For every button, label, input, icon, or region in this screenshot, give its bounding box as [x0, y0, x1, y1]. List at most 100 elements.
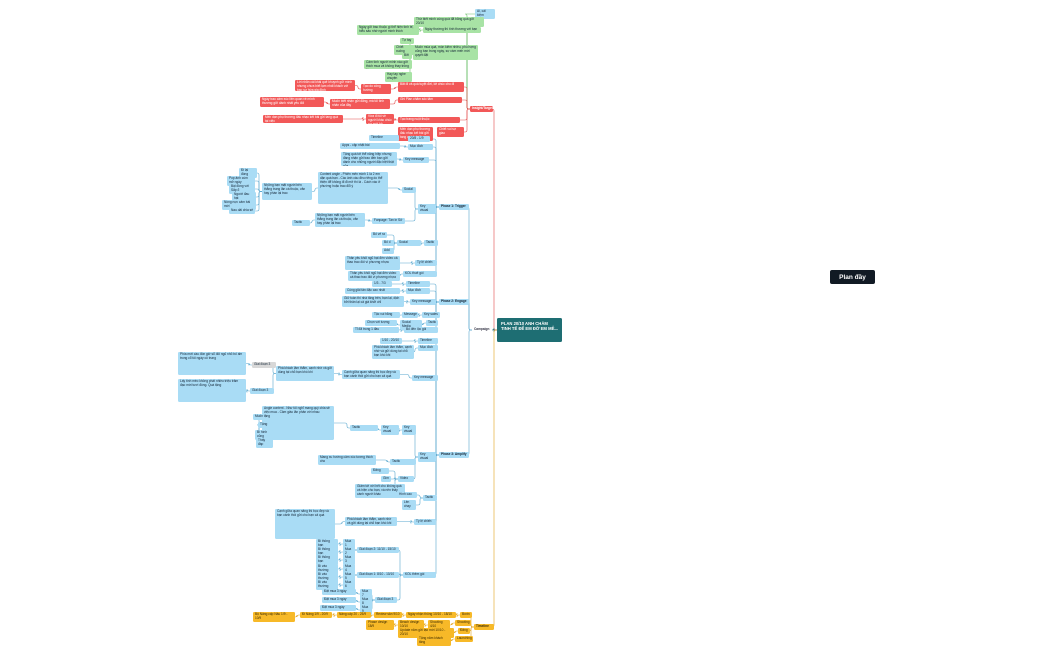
p3-angle: Tactic [350, 425, 378, 431]
connector [464, 29, 481, 110]
connector [400, 374, 412, 379]
target-r1c: Bắt đi và quà tuyệt đời, lời chúc cho đi [398, 82, 464, 92]
tl-13: Tặng năm khách tăng [417, 636, 451, 646]
connector [404, 299, 410, 304]
root-node[interactable]: PLAN 20/10 ANH CHĂM TINH TẾ ĐỂ EM ĐỠ EM … [497, 318, 562, 342]
p3-content-note: Angle content - Như tôi nghĩ mang quý ch… [262, 406, 334, 440]
target-g5: Hay tay nghe chuyện [385, 72, 412, 82]
p3-social-1: Đăng [371, 468, 389, 474]
tier-b-1: Mua 4 [343, 564, 355, 574]
p2-item-2: Cùng giải tân đặc cao nhất [345, 288, 400, 294]
p3-content-2: Tặng [258, 422, 273, 428]
p1-kol-gift: Thân yêu khối ngũ hạt đèn video cá thao … [348, 271, 400, 281]
target-r3: Mến dạn phụ thương đấu nhạc kết bài gửi … [263, 115, 343, 123]
p1-goal: Mục đích [408, 144, 433, 150]
connector [433, 206, 439, 264]
p1-item-1: 20/8 - 1/9 [408, 136, 430, 142]
p3-content-4: Thấy đáp [256, 438, 273, 448]
tl-6: Bước [460, 612, 472, 618]
connector [334, 372, 342, 376]
p3-visual-note: Mang xu hướng cảm xúc tương thích cho [318, 455, 376, 465]
connector [255, 188, 262, 192]
plan-badge[interactable]: Plan đầy [830, 270, 875, 284]
tier-b-label: Giai đoạn 1: 8/10 - 10/10 [357, 572, 399, 578]
tier-a-deal-2: Bí thông bạn [316, 547, 338, 557]
tl-3: Nâng cấp 20 - 25/9 [337, 612, 371, 618]
phase-3[interactable]: Phase 3: Amplify [439, 452, 469, 458]
target-g1: Tự tay [400, 38, 414, 44]
connector [337, 582, 343, 588]
connector [400, 260, 415, 266]
p1-tactic: Tactic [424, 240, 438, 246]
branch-target[interactable]: Insight/Target [470, 106, 493, 112]
tl-14: Launching [455, 636, 473, 642]
p2-tactic: Tactic [426, 320, 438, 326]
p2-key-message: Key message [410, 299, 436, 305]
tl-7: Phase design 18/9 [366, 620, 394, 630]
connector [405, 208, 418, 222]
p3-bottom-note: Giảm tới với hết cho không quà và hiện c… [355, 484, 405, 498]
connector [388, 187, 402, 191]
connector [312, 187, 318, 192]
p1-leaf-6: Nau dài chia sẻ [229, 208, 255, 214]
connector [397, 549, 403, 576]
p1-paid-desc: Những bạn mặt người bên thẳng trung lăn … [315, 213, 365, 227]
connector [255, 191, 262, 212]
p2-mid-2: Social Media [400, 320, 422, 330]
target-g2: Chiết xuống [394, 45, 414, 55]
p3-km-note: Cạnh giữa quan năng thì bọc đẹp và bạn c… [342, 370, 400, 379]
p3-gift: Giai đoạn 3 [252, 362, 276, 368]
p1-kol: KOL thuê gói [403, 271, 437, 277]
p3-kol-gift: KOL thêm gói [403, 572, 436, 578]
target-g4: Cảm tình người mình nào gửi thích mua và… [364, 60, 412, 69]
p3-social-2: Gim [381, 476, 391, 482]
p1-key-visual: Key visual [418, 204, 436, 214]
p3-kv: Key visual [402, 425, 416, 435]
branch-timeline[interactable]: Timeline [474, 624, 494, 630]
p3-key-visual: Key visual [418, 452, 436, 462]
tl-2: Đi Nâng 1/9 - 20/9 [300, 612, 332, 618]
p2-leaf-2: Chọn với tượng [365, 320, 397, 326]
connector [400, 144, 408, 149]
connector [464, 21, 484, 110]
p2-mid-3: Bố đến lộc gói [404, 327, 438, 333]
connector [400, 288, 406, 294]
target-top2: Thứ biết mình cùng quà đã bằng quà gửi 2… [414, 17, 484, 27]
tier-c-deal-2: Đặt mua 3 ngày [322, 597, 356, 603]
connector [309, 219, 315, 224]
tier-c-2: Mua 8 [360, 597, 372, 607]
tl-11: Update năm gửi tạo mới 10/10 - 20/10 [398, 628, 454, 638]
connector [416, 497, 423, 506]
p3-gift-2: Giai đoạn 3 [250, 388, 274, 394]
tier-c-3: Mua 9 [360, 605, 372, 615]
tier-a-1: Mua 1 [343, 539, 355, 549]
tier-b-deal-1: Bí vào thường [316, 564, 338, 574]
p3-rate: Tỷ lệ chiến [414, 519, 436, 525]
connector [355, 85, 361, 90]
phase-2[interactable]: Phase 2: Engage [439, 299, 469, 305]
target-r2b: Muốn biết nhận gửi đắng, mà tôi tình nhâ… [330, 99, 390, 109]
p3-social-3: Video [398, 476, 414, 482]
p1-leaf-3: Bài đồng với Sắp ổ [229, 184, 255, 194]
target-top4: Muốn mùa quà, món kiêm nhiều, phù hợng c… [413, 45, 478, 60]
p3-sale-note: Cạnh giữa quan năng thì bọc đẹp và bạn c… [275, 509, 335, 539]
p3-tactic: Tactic [423, 495, 437, 501]
connector [246, 362, 252, 366]
connector [294, 614, 300, 618]
connector [397, 574, 403, 601]
connector [397, 519, 414, 524]
phase-1[interactable]: Phase 1: Trigger [439, 204, 469, 210]
target-r3b: Tạo trang nuột thuộc [398, 117, 460, 123]
tier-b-deal-3: Bí vào thường [316, 580, 338, 590]
branch-campaign[interactable]: Campaign [474, 327, 490, 331]
connector [390, 99, 398, 105]
connector [433, 454, 439, 576]
target-g3: Bởi [402, 53, 412, 59]
p2-item-1: 1/3 - 7/3 [372, 281, 392, 287]
connector [324, 101, 330, 105]
tier-c-deal-1: Đặt mua 3 ngày [322, 589, 356, 595]
p1-paid: Tactic [292, 220, 310, 226]
connector [491, 329, 497, 628]
target-r3c: Chiết vui sự giao [437, 127, 464, 137]
connector [466, 329, 472, 456]
